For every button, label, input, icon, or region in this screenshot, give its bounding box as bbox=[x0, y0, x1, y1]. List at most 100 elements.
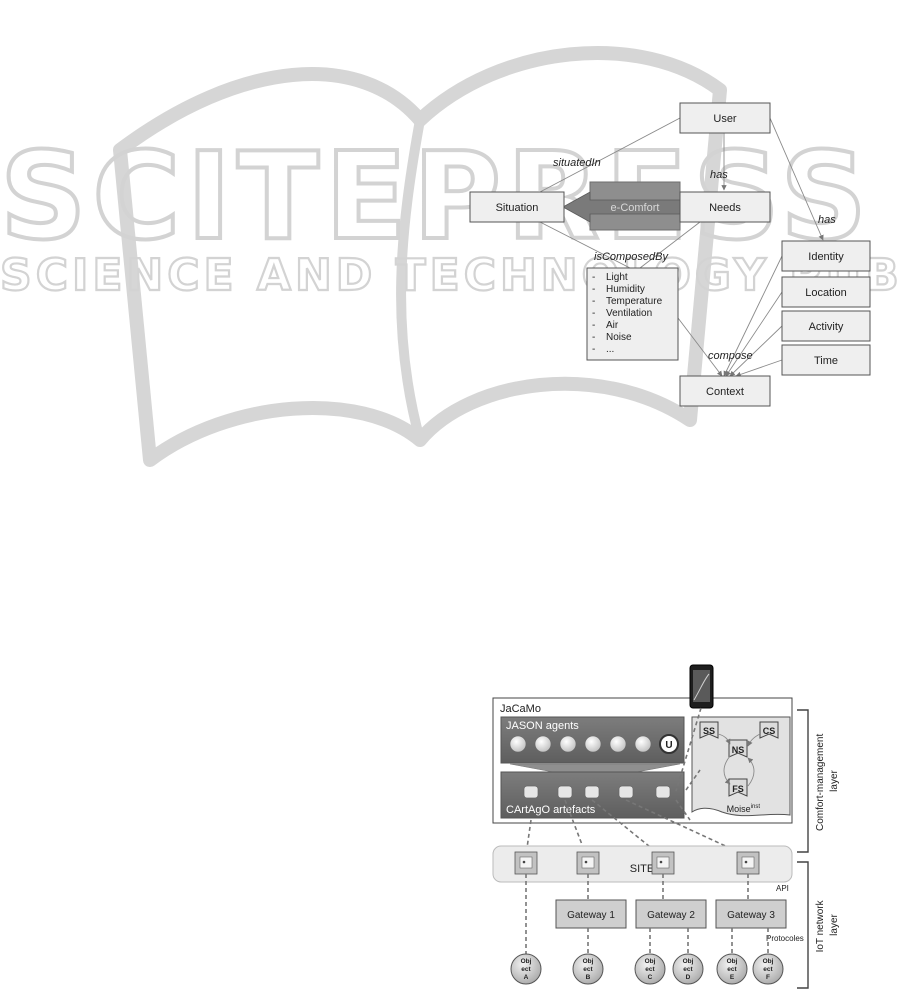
node-activity bbox=[781, 310, 871, 342]
api-socket-dot bbox=[659, 860, 663, 864]
object-device-icon bbox=[716, 953, 748, 985]
book-watermark-icon bbox=[113, 45, 727, 467]
fs-label: FS bbox=[732, 784, 744, 794]
factor-bullet: - bbox=[592, 344, 595, 355]
artefact-icon bbox=[655, 785, 671, 799]
node-identity bbox=[781, 240, 871, 272]
gateway-label: Gateway 2 bbox=[647, 910, 695, 921]
node-context-label: Context bbox=[706, 386, 744, 398]
factor-bullet: - bbox=[592, 296, 595, 307]
api-socket-inner bbox=[519, 856, 533, 869]
cs-label: CS bbox=[763, 726, 776, 736]
artefact-icon bbox=[618, 785, 634, 799]
object-label: Obj bbox=[583, 958, 594, 965]
ns-fs-arrow bbox=[723, 755, 731, 785]
artefact-icon bbox=[584, 785, 600, 799]
factors-list: -Light-Humidity-Temperature-Ventilation-… bbox=[592, 272, 663, 355]
node-needs-label: Needs bbox=[709, 202, 741, 214]
architecture-diagram: JaCaMo JASON agents U CArtAgO artefacts … bbox=[492, 664, 840, 989]
object-label: Obj bbox=[683, 958, 694, 965]
factor-bullet: - bbox=[592, 284, 595, 295]
link-phone-artefact bbox=[675, 707, 702, 792]
edge-time-context bbox=[735, 359, 783, 377]
object-label: ect bbox=[683, 966, 693, 973]
object-label: Obj bbox=[763, 958, 774, 965]
node-location bbox=[781, 276, 871, 308]
node-context bbox=[679, 375, 771, 407]
edge-user-identity bbox=[769, 117, 824, 241]
ns-tag-icon bbox=[728, 739, 748, 758]
edge-activity-context bbox=[729, 325, 783, 377]
edge-user-situation bbox=[539, 117, 681, 193]
edge-situation-factors bbox=[539, 221, 631, 269]
factor-bullet: - bbox=[592, 308, 595, 319]
cartago-label: CArtAgO artefacts bbox=[506, 804, 596, 816]
moise-label: Moiseinst bbox=[727, 804, 761, 814]
factors-box bbox=[586, 267, 679, 361]
label-compose: compose bbox=[708, 350, 753, 362]
gateway-label: Gateway 3 bbox=[727, 910, 775, 921]
agent-ball-icon bbox=[559, 735, 577, 753]
protocols-label: Protocoles bbox=[766, 934, 804, 943]
api-socket-inner bbox=[581, 856, 595, 869]
iot-layer-label: IoT network layer bbox=[815, 898, 840, 953]
agent-ball-icon bbox=[584, 735, 602, 753]
edge-needs-factors bbox=[639, 221, 701, 269]
factor-bullet: - bbox=[592, 272, 595, 283]
node-situation bbox=[469, 191, 565, 223]
agent-ball-icon bbox=[634, 735, 652, 753]
api-socket-dot bbox=[584, 860, 588, 864]
api-socket-dot bbox=[522, 860, 526, 864]
object-label: C bbox=[648, 974, 653, 981]
node-user-label: User bbox=[713, 113, 737, 125]
factor-bullet: - bbox=[592, 320, 595, 331]
agent-ball-icon bbox=[534, 735, 552, 753]
object-label: Obj bbox=[521, 958, 532, 965]
object-label: ect bbox=[645, 966, 655, 973]
cs-ns-arrow bbox=[747, 733, 761, 747]
edge-location-context bbox=[725, 291, 783, 377]
object-device-icon bbox=[510, 953, 542, 985]
smartphone-screen-glint bbox=[693, 673, 710, 701]
object-label: D bbox=[686, 974, 691, 981]
ss-ns-arrow bbox=[717, 733, 731, 745]
factor-item: Ventilation bbox=[606, 308, 652, 319]
node-situation-label: Situation bbox=[496, 202, 539, 214]
jason-agents-label: JASON agents bbox=[506, 720, 579, 732]
api-socket-inner bbox=[656, 856, 670, 869]
api-label: API bbox=[776, 884, 789, 893]
ns-label: NS bbox=[732, 745, 745, 755]
factor-item: Light bbox=[606, 272, 628, 283]
node-needs bbox=[679, 191, 771, 223]
comfort-layer-label: Comfort-management layer bbox=[815, 731, 840, 831]
gateway-box bbox=[635, 899, 707, 929]
factor-item: Air bbox=[606, 320, 619, 331]
artefacts bbox=[523, 785, 671, 799]
object-device-icon bbox=[634, 953, 666, 985]
book-spine-icon bbox=[396, 119, 425, 442]
moise-panel bbox=[691, 716, 791, 817]
ss-label: SS bbox=[703, 726, 715, 736]
object-device-icon bbox=[672, 953, 704, 985]
artefact-icon bbox=[557, 785, 573, 799]
node-time-label: Time bbox=[814, 355, 838, 367]
watermark-subtitle: SCIENCE AND TECHNOLOGY PUBLICATIONS bbox=[0, 250, 901, 301]
edge-identity-context bbox=[723, 255, 783, 377]
label-has-identity: has bbox=[818, 214, 836, 226]
object-label: F bbox=[766, 974, 770, 981]
ecomfort-label: e-Comfort bbox=[611, 202, 660, 214]
comfort-layer-bracket bbox=[797, 709, 809, 853]
fs-ns-arrow bbox=[747, 757, 755, 787]
site-label: SITE bbox=[630, 863, 654, 875]
factor-item: Humidity bbox=[606, 284, 645, 295]
factor-item: ... bbox=[606, 344, 614, 355]
label-situated-in: situatedIn bbox=[553, 157, 601, 169]
api-socket-dot bbox=[744, 860, 748, 864]
agent-ball-icon bbox=[509, 735, 527, 753]
user-agent-label: U bbox=[665, 740, 672, 751]
user-agent-icon bbox=[659, 734, 679, 754]
gateway-box bbox=[555, 899, 627, 929]
node-user bbox=[679, 102, 771, 134]
